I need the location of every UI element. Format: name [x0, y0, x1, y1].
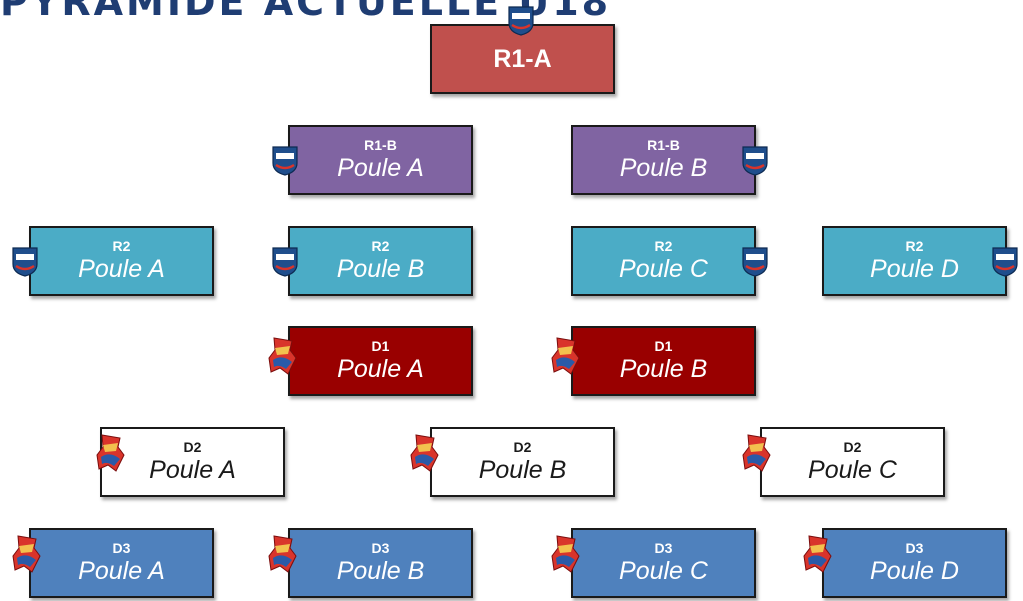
page-title: PYRAMIDE ACTUELLE U18 — [0, 0, 612, 24]
district-crest-icon — [10, 534, 44, 574]
level-label: D3 — [654, 540, 673, 556]
poule-label: Poule B — [619, 355, 708, 383]
level-label: R1-A — [493, 45, 552, 73]
level-label: R2 — [371, 238, 390, 254]
district-crest-icon — [740, 433, 774, 473]
district-crest-icon — [549, 534, 583, 574]
level-label: D2 — [183, 439, 202, 455]
league-shield-icon — [506, 4, 536, 36]
level-label: R2 — [654, 238, 673, 254]
district-crest-icon — [408, 433, 442, 473]
poule-label: Poule B — [619, 154, 708, 182]
league-shield-icon — [270, 144, 300, 176]
league-shield-icon — [740, 144, 770, 176]
level-label: R2 — [112, 238, 131, 254]
level-label: R2 — [905, 238, 924, 254]
level-label: D3 — [371, 540, 390, 556]
poule-label: Poule C — [808, 456, 897, 484]
poule-label: Poule B — [336, 557, 425, 585]
level-label: D2 — [843, 439, 862, 455]
district-crest-icon — [801, 534, 835, 574]
district-crest-icon — [266, 336, 300, 376]
league-shield-icon — [990, 245, 1020, 277]
poule-label: Poule D — [870, 255, 959, 283]
poule-label: Poule A — [337, 154, 424, 182]
poule-label: Poule A — [337, 355, 424, 383]
league-shield-icon — [270, 245, 300, 277]
level-label: R1-B — [364, 137, 397, 153]
league-shield-icon — [740, 245, 770, 277]
league-shield-icon — [10, 245, 40, 277]
box-r1-a-0: R1-A — [430, 24, 615, 94]
level-label: D1 — [371, 338, 390, 354]
poule-label: Poule B — [336, 255, 425, 283]
poule-label: Poule A — [78, 255, 165, 283]
poule-label: Poule D — [870, 557, 959, 585]
level-label: D3 — [905, 540, 924, 556]
district-crest-icon — [549, 336, 583, 376]
poule-label: Poule A — [149, 456, 236, 484]
poule-label: Poule A — [78, 557, 165, 585]
poule-label: Poule C — [619, 557, 708, 585]
district-crest-icon — [266, 534, 300, 574]
poule-label: Poule B — [478, 456, 567, 484]
level-label: D2 — [513, 439, 532, 455]
district-crest-icon — [94, 433, 128, 473]
poule-label: Poule C — [619, 255, 708, 283]
level-label: D3 — [112, 540, 131, 556]
level-label: D1 — [654, 338, 673, 354]
level-label: R1-B — [647, 137, 680, 153]
